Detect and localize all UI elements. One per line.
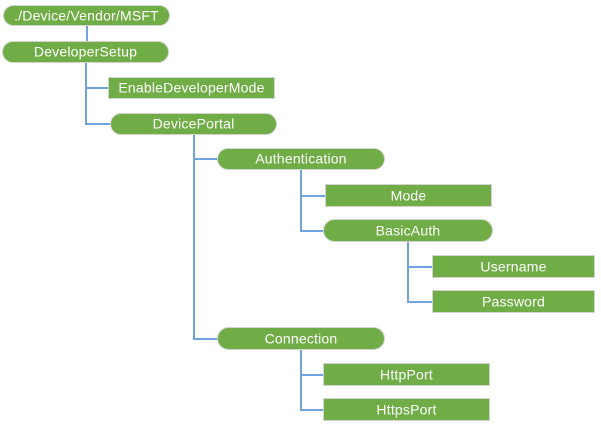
tree-node-label: Username bbox=[480, 258, 547, 274]
connector-line bbox=[193, 158, 218, 160]
connector-line bbox=[407, 242, 409, 303]
connector-line bbox=[300, 350, 302, 411]
tree-node-label: EnableDeveloperMode bbox=[118, 79, 265, 96]
tree-node-http-port: HttpPort bbox=[323, 363, 490, 386]
connector-line bbox=[85, 123, 111, 125]
connector-line bbox=[193, 338, 218, 340]
connector-line bbox=[300, 230, 323, 232]
tree-node-label: Password bbox=[481, 293, 546, 309]
tree-node-authentication: Authentication bbox=[217, 148, 385, 170]
tree-node-label: HttpPort bbox=[380, 366, 433, 382]
connector-line bbox=[300, 195, 325, 197]
connector-line bbox=[407, 266, 432, 268]
tree-node-basic-auth: BasicAuth bbox=[323, 219, 493, 242]
connector-line bbox=[300, 170, 302, 232]
tree-node-connection: Connection bbox=[217, 327, 385, 350]
tree-node-label: ./Device/Vendor/MSFT bbox=[14, 7, 159, 23]
tree-node-label: HttpsPort bbox=[376, 401, 437, 417]
tree-node-device-portal: DevicePortal bbox=[110, 113, 277, 135]
tree-node-https-port: HttpsPort bbox=[323, 398, 490, 421]
tree-node-enable-developer-mode: EnableDeveloperMode bbox=[108, 77, 275, 99]
tree-node-label: Connection bbox=[264, 330, 338, 346]
tree-node-username: Username bbox=[432, 255, 595, 278]
tree-node-developer-setup: DeveloperSetup bbox=[2, 41, 169, 63]
tree-node-label: BasicAuth bbox=[375, 222, 441, 238]
connector-line bbox=[300, 409, 323, 411]
connector-line bbox=[85, 87, 109, 89]
tree-node-label: DevicePortal bbox=[152, 115, 235, 132]
tree-node-label: Mode bbox=[390, 187, 427, 203]
connector-line bbox=[300, 374, 323, 376]
tree-node-mode: Mode bbox=[325, 184, 492, 207]
connector-line bbox=[86, 26, 88, 41]
tree-node-password: Password bbox=[432, 290, 595, 313]
tree-node-msft: ./Device/Vendor/MSFT bbox=[3, 5, 170, 26]
tree-node-label: Authentication bbox=[255, 150, 347, 167]
tree-node-label: DeveloperSetup bbox=[33, 43, 138, 60]
connector-line bbox=[193, 135, 195, 340]
connector-line bbox=[85, 63, 87, 125]
connector-line bbox=[407, 301, 432, 303]
